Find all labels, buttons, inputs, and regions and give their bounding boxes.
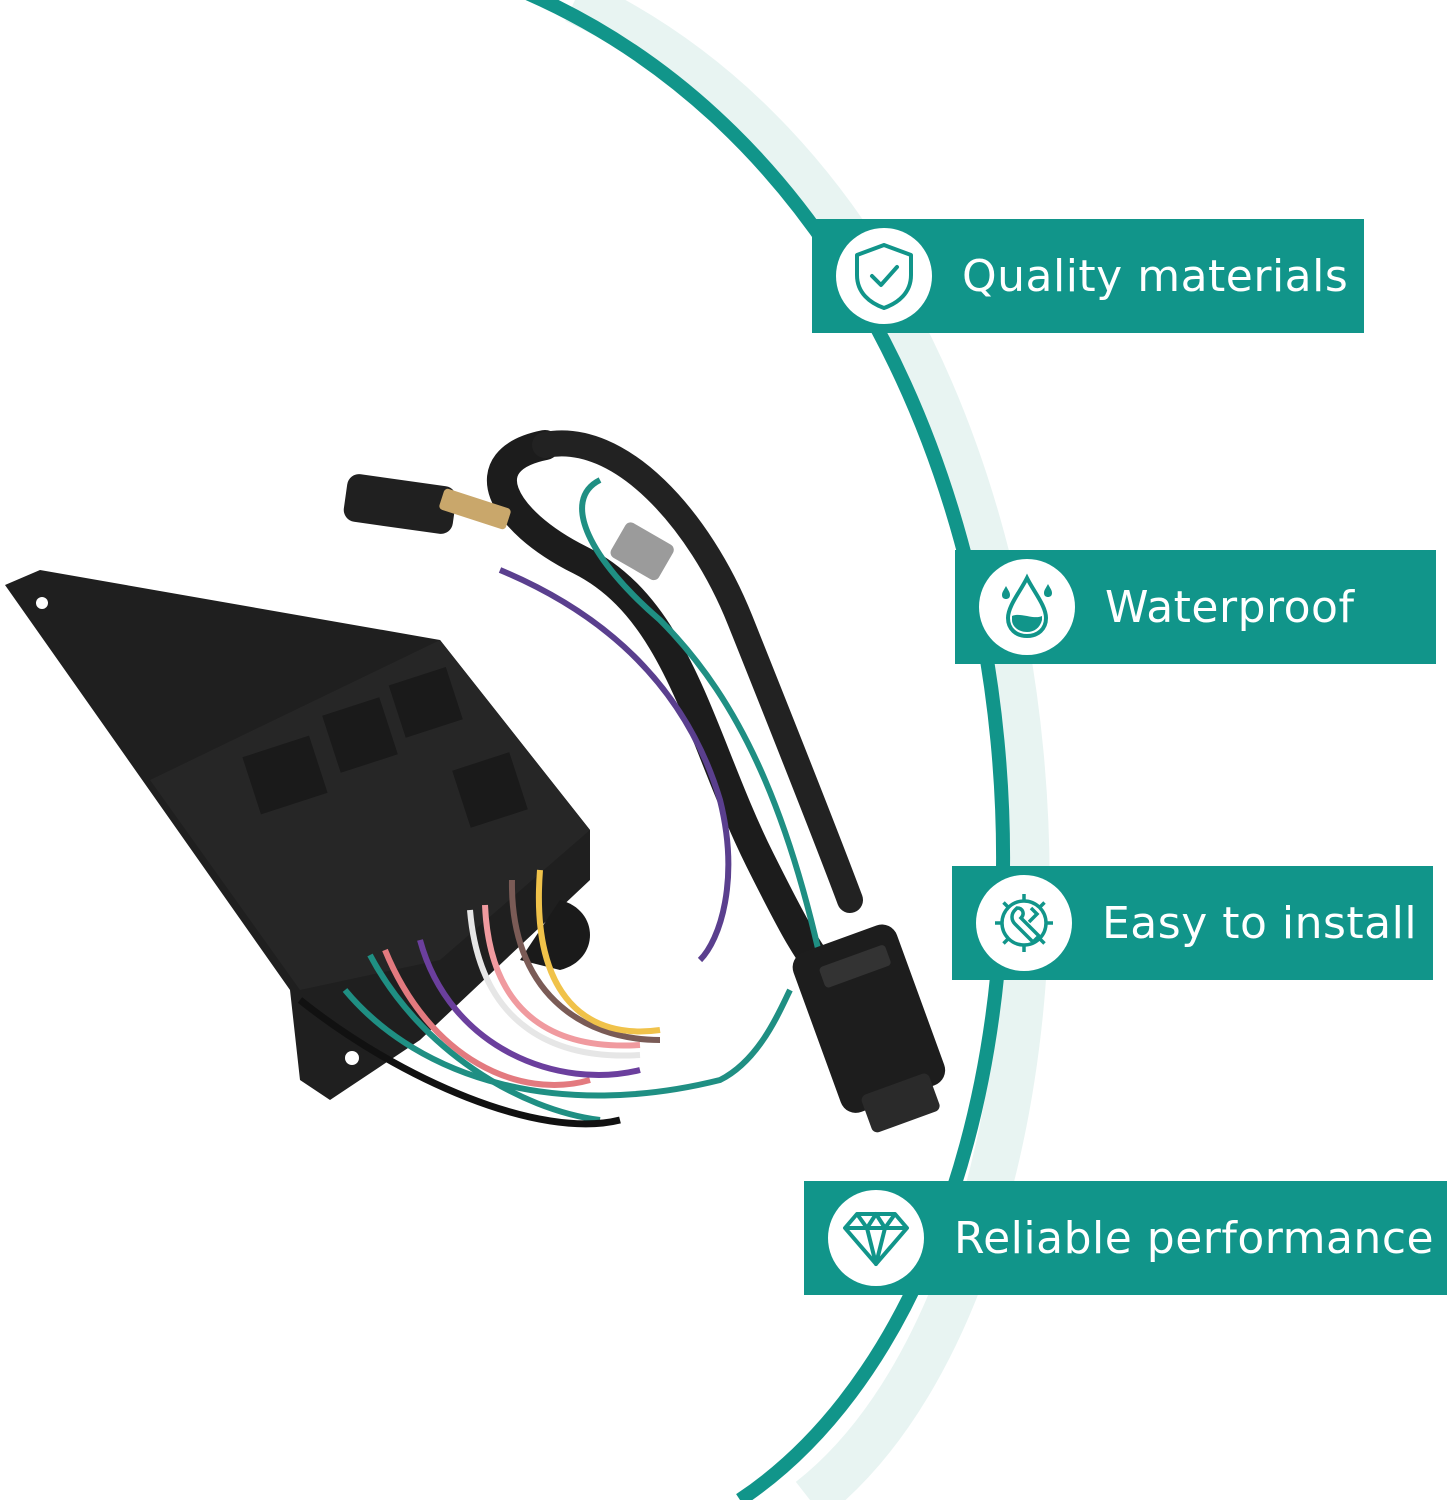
feature-waterproof: Waterproof [955, 550, 1436, 664]
side-tab [520, 900, 590, 970]
module-top [150, 640, 590, 990]
small-connector [343, 474, 457, 534]
module-rib-2 [322, 697, 398, 773]
feature-label: Easy to install [1102, 897, 1418, 949]
feature-label: Quality materials [962, 250, 1349, 302]
green-wire-loop [579, 477, 843, 1061]
wire-green-2 [342, 988, 793, 1099]
large-connector [792, 924, 946, 1133]
light-arc [565, 0, 1050, 1500]
diamond-icon [828, 1190, 924, 1286]
shield-check-icon [836, 228, 932, 324]
mount-hole-bottom [345, 1051, 359, 1065]
mount-hole-top [36, 597, 48, 609]
wire-white [467, 909, 641, 1059]
wire-green-1 [367, 953, 601, 1123]
gear-wrench-icon [976, 875, 1072, 971]
wire-pink-1 [382, 948, 591, 1088]
wire-purple-1 [417, 939, 641, 1078]
grey-clip [610, 522, 674, 581]
module-rib-3 [388, 666, 463, 738]
module-rib-4 [452, 752, 528, 828]
feature-label: Reliable performance [954, 1212, 1435, 1264]
wire-yellow [535, 869, 661, 1035]
spade-terminal [439, 488, 511, 530]
feature-label: Waterproof [1105, 581, 1355, 633]
feature-easy-to-install: Easy to install [952, 866, 1433, 980]
wire-black [297, 997, 621, 1128]
water-drop-icon [979, 559, 1075, 655]
harness-loop-back [532, 430, 863, 913]
feature-reliable-performance: Reliable performance [804, 1181, 1447, 1295]
module-rib-1 [242, 735, 328, 815]
feature-quality-materials: Quality materials [812, 219, 1364, 333]
harness-loop [487, 430, 855, 1005]
wire-brown [508, 879, 661, 1043]
product-image [5, 430, 946, 1133]
wire-pink-2 [482, 904, 641, 1049]
teal-arc [525, 0, 1011, 1500]
purple-wire [498, 567, 732, 963]
